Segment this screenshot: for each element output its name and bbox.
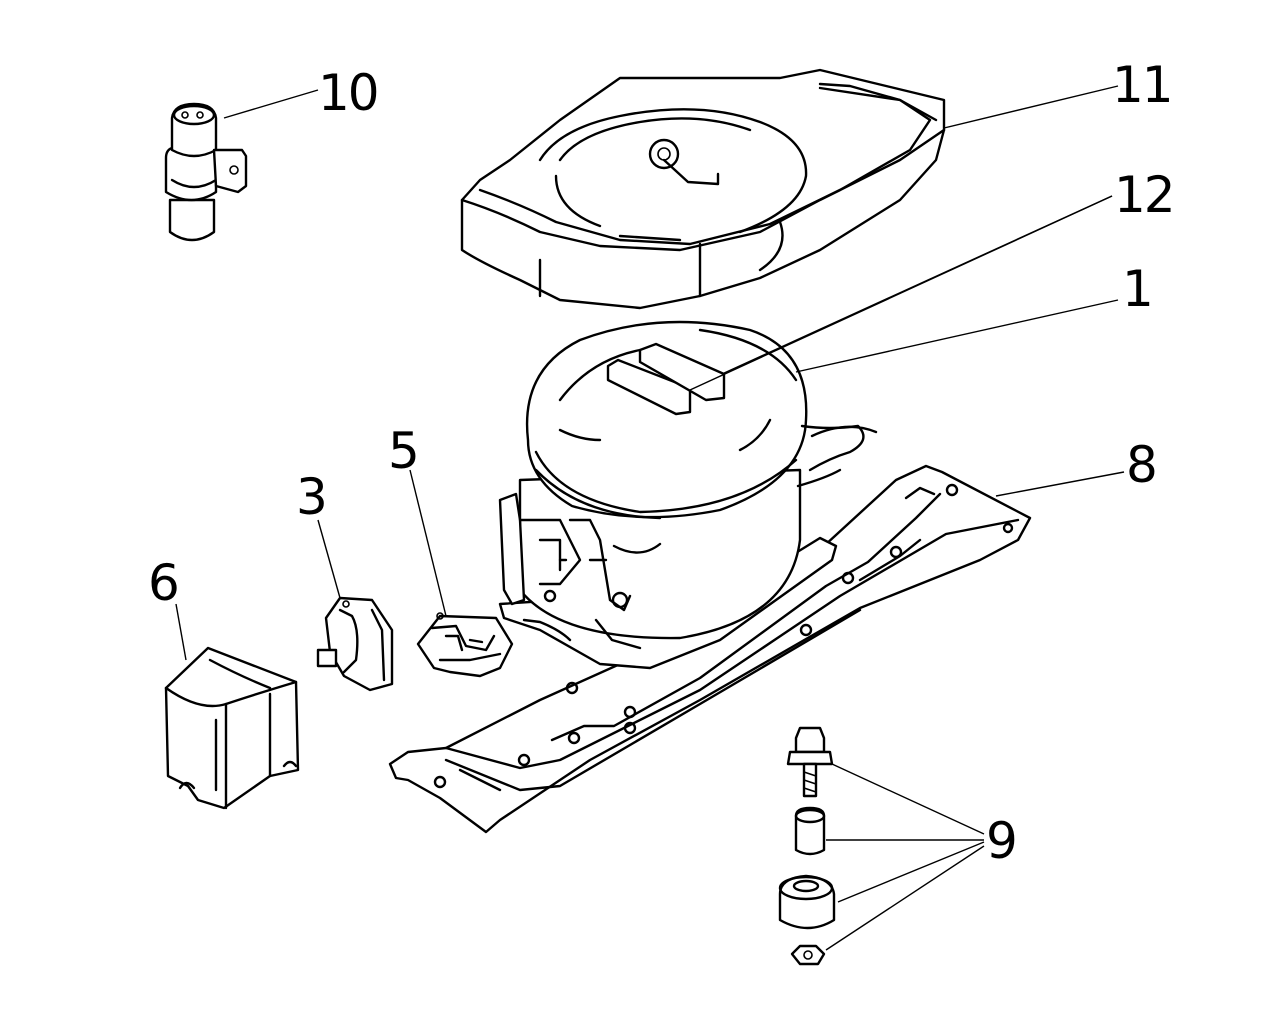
callout-5: 5 xyxy=(388,422,418,480)
callout-3: 3 xyxy=(296,468,326,526)
part-1-compressor xyxy=(498,320,878,670)
leader-1 xyxy=(795,299,1119,373)
part-5-relay xyxy=(416,612,514,678)
part-8-base-rail xyxy=(388,464,1032,834)
leader-9d xyxy=(825,845,985,951)
part-9-grommet xyxy=(778,874,836,930)
leader-3 xyxy=(317,519,341,599)
leader-6 xyxy=(175,603,187,661)
callout-8: 8 xyxy=(1126,436,1156,494)
callout-9: 9 xyxy=(986,812,1016,870)
leader-8 xyxy=(995,471,1125,497)
part-9-bolt xyxy=(786,726,834,798)
part-11-drip-tray xyxy=(460,68,946,310)
leader-12b xyxy=(721,195,1113,375)
callout-6: 6 xyxy=(148,554,178,612)
leader-11 xyxy=(943,85,1119,129)
callout-11: 11 xyxy=(1112,56,1172,114)
leader-10 xyxy=(223,89,319,119)
leader-9c xyxy=(837,841,985,903)
callout-1: 1 xyxy=(1122,260,1152,318)
part-6-terminal-cover xyxy=(164,646,300,810)
part-10-capacitor xyxy=(164,102,248,242)
leader-9a xyxy=(831,763,985,835)
leader-5 xyxy=(409,469,447,617)
callout-10: 10 xyxy=(318,64,378,122)
part-9-nut xyxy=(790,944,826,966)
callout-12: 12 xyxy=(1114,166,1174,224)
part-9-sleeve xyxy=(794,806,826,856)
part-3-overload-protector xyxy=(316,596,394,692)
